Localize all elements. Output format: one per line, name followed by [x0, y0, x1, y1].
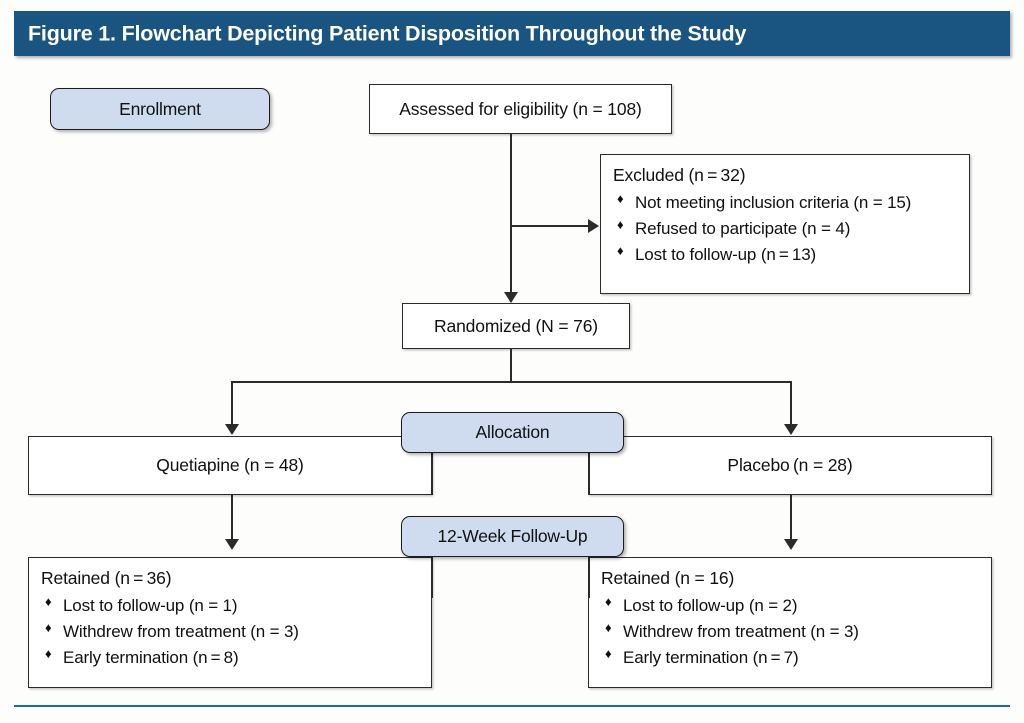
node-placebo-followup[interactable]: Retained (n = 16) ♦ Lost to follow-up (n…	[588, 557, 992, 688]
node-randomized[interactable]: Randomized (N = 76)	[402, 303, 630, 349]
stage-pill-enrollment-label: Enrollment	[119, 98, 201, 119]
connector-assessed-to-randomized	[510, 134, 512, 302]
list-item: ♦ Withdrew from treatment (n = 3)	[605, 619, 979, 645]
arrowhead-assessed-to-randomized	[504, 292, 518, 303]
node-placebo-followup-list: ♦ Lost to follow-up (n = 2) ♦ Withdrew f…	[601, 593, 979, 670]
connector-followup-pill-right-stub	[588, 556, 590, 598]
node-randomized-label: Randomized (N = 76)	[434, 315, 598, 336]
stage-pill-followup[interactable]: 12-Week Follow-Up	[401, 516, 624, 557]
arrowhead-randomized-to-placebo	[784, 424, 798, 435]
list-item: ♦ Not meeting inclusion criteria (n = 15…	[617, 190, 957, 216]
node-excluded-lead: Excluded (n = 32)	[613, 165, 746, 185]
node-quetiapine-followup-list: ♦ Lost to follow-up (n = 1) ♦ Withdrew f…	[41, 593, 419, 670]
node-assessed-for-eligibility[interactable]: Assessed for eligibility (n = 108)	[369, 84, 672, 134]
stage-pill-allocation[interactable]: Allocation	[401, 412, 624, 453]
list-item-label: Withdrew from treatment (n = 3)	[63, 621, 299, 641]
node-quetiapine-followup-lead: Retained (n = 36)	[41, 568, 172, 588]
list-item-label: Withdrew from treatment (n = 3)	[623, 621, 859, 641]
footer-divider	[14, 705, 1010, 707]
arrowhead-randomized-to-quetiapine	[225, 424, 239, 435]
node-quetiapine-followup[interactable]: Retained (n = 36) ♦ Lost to follow-up (n…	[28, 557, 432, 688]
diamond-bullet-icon: ♦	[605, 645, 612, 661]
connector-randomized-to-quetiapine	[231, 381, 233, 428]
list-item: ♦ Early termination (n = 7)	[605, 645, 979, 671]
connector-randomized-to-placebo	[790, 381, 792, 428]
list-item: ♦ Withdrew from treatment (n = 3)	[45, 619, 419, 645]
connector-allocation-pill-left-stub	[431, 452, 433, 495]
arrowhead-placebo-to-followup	[784, 539, 798, 550]
diamond-bullet-icon: ♦	[45, 619, 52, 635]
connector-randomized-split	[231, 381, 792, 383]
diamond-bullet-icon: ♦	[605, 619, 612, 635]
list-item-label: Early termination (n = 7)	[623, 647, 799, 667]
figure-title-bar: Figure 1. Flowchart Depicting Patient Di…	[14, 11, 1010, 56]
node-excluded[interactable]: Excluded (n = 32) ♦ Not meeting inclusio…	[600, 154, 970, 294]
list-item-label: Not meeting inclusion criteria (n = 15)	[635, 193, 912, 212]
diamond-bullet-icon: ♦	[617, 242, 624, 258]
connector-placebo-to-followup	[790, 495, 792, 543]
arrowhead-quetiapine-to-followup	[225, 539, 239, 550]
diamond-bullet-icon: ♦	[605, 594, 612, 609]
diamond-bullet-icon: ♦	[617, 216, 624, 232]
list-item-label: Early termination (n = 8)	[63, 647, 239, 667]
node-placebo-allocation[interactable]: Placebo (n = 28)	[588, 436, 992, 495]
connector-allocation-pill-right-stub	[588, 452, 590, 495]
node-assessed-label: Assessed for eligibility (n = 108)	[399, 98, 642, 119]
node-quetiapine-allocation[interactable]: Quetiapine (n = 48)	[28, 436, 432, 495]
connector-assessed-to-excluded	[510, 225, 590, 227]
stage-pill-followup-label: 12-Week Follow-Up	[437, 526, 588, 546]
arrowhead-assessed-to-excluded	[588, 219, 599, 233]
stage-pill-allocation-label: Allocation	[475, 422, 550, 442]
diamond-bullet-icon: ♦	[617, 191, 624, 206]
connector-followup-pill-left-stub	[431, 556, 433, 598]
list-item-label: Lost to follow-up (n = 13)	[635, 244, 817, 264]
list-item: ♦ Refused to participate (n = 4)	[617, 216, 957, 242]
diamond-bullet-icon: ♦	[45, 645, 52, 661]
connector-quetiapine-to-followup	[231, 495, 233, 543]
list-item-label: Lost to follow-up (n = 2)	[623, 596, 798, 615]
list-item: ♦ Lost to follow-up (n = 2)	[605, 593, 979, 619]
list-item: ♦ Early termination (n = 8)	[45, 645, 419, 671]
list-item: ♦ Lost to follow-up (n = 1)	[45, 593, 419, 619]
node-placebo-followup-lead: Retained (n = 16)	[601, 568, 735, 588]
node-excluded-list: ♦ Not meeting inclusion criteria (n = 15…	[613, 190, 957, 267]
list-item-label: Refused to participate (n = 4)	[635, 218, 851, 238]
node-quetiapine-label: Quetiapine (n = 48)	[156, 455, 304, 475]
list-item-label: Lost to follow-up (n = 1)	[63, 596, 238, 615]
stage-pill-enrollment[interactable]: Enrollment	[50, 88, 270, 130]
connector-randomized-stem	[510, 349, 512, 382]
node-placebo-label: Placebo (n = 28)	[727, 455, 853, 475]
diamond-bullet-icon: ♦	[45, 594, 52, 609]
list-item: ♦ Lost to follow-up (n = 13)	[617, 242, 957, 268]
page-title: Figure 1. Flowchart Depicting Patient Di…	[28, 21, 747, 45]
